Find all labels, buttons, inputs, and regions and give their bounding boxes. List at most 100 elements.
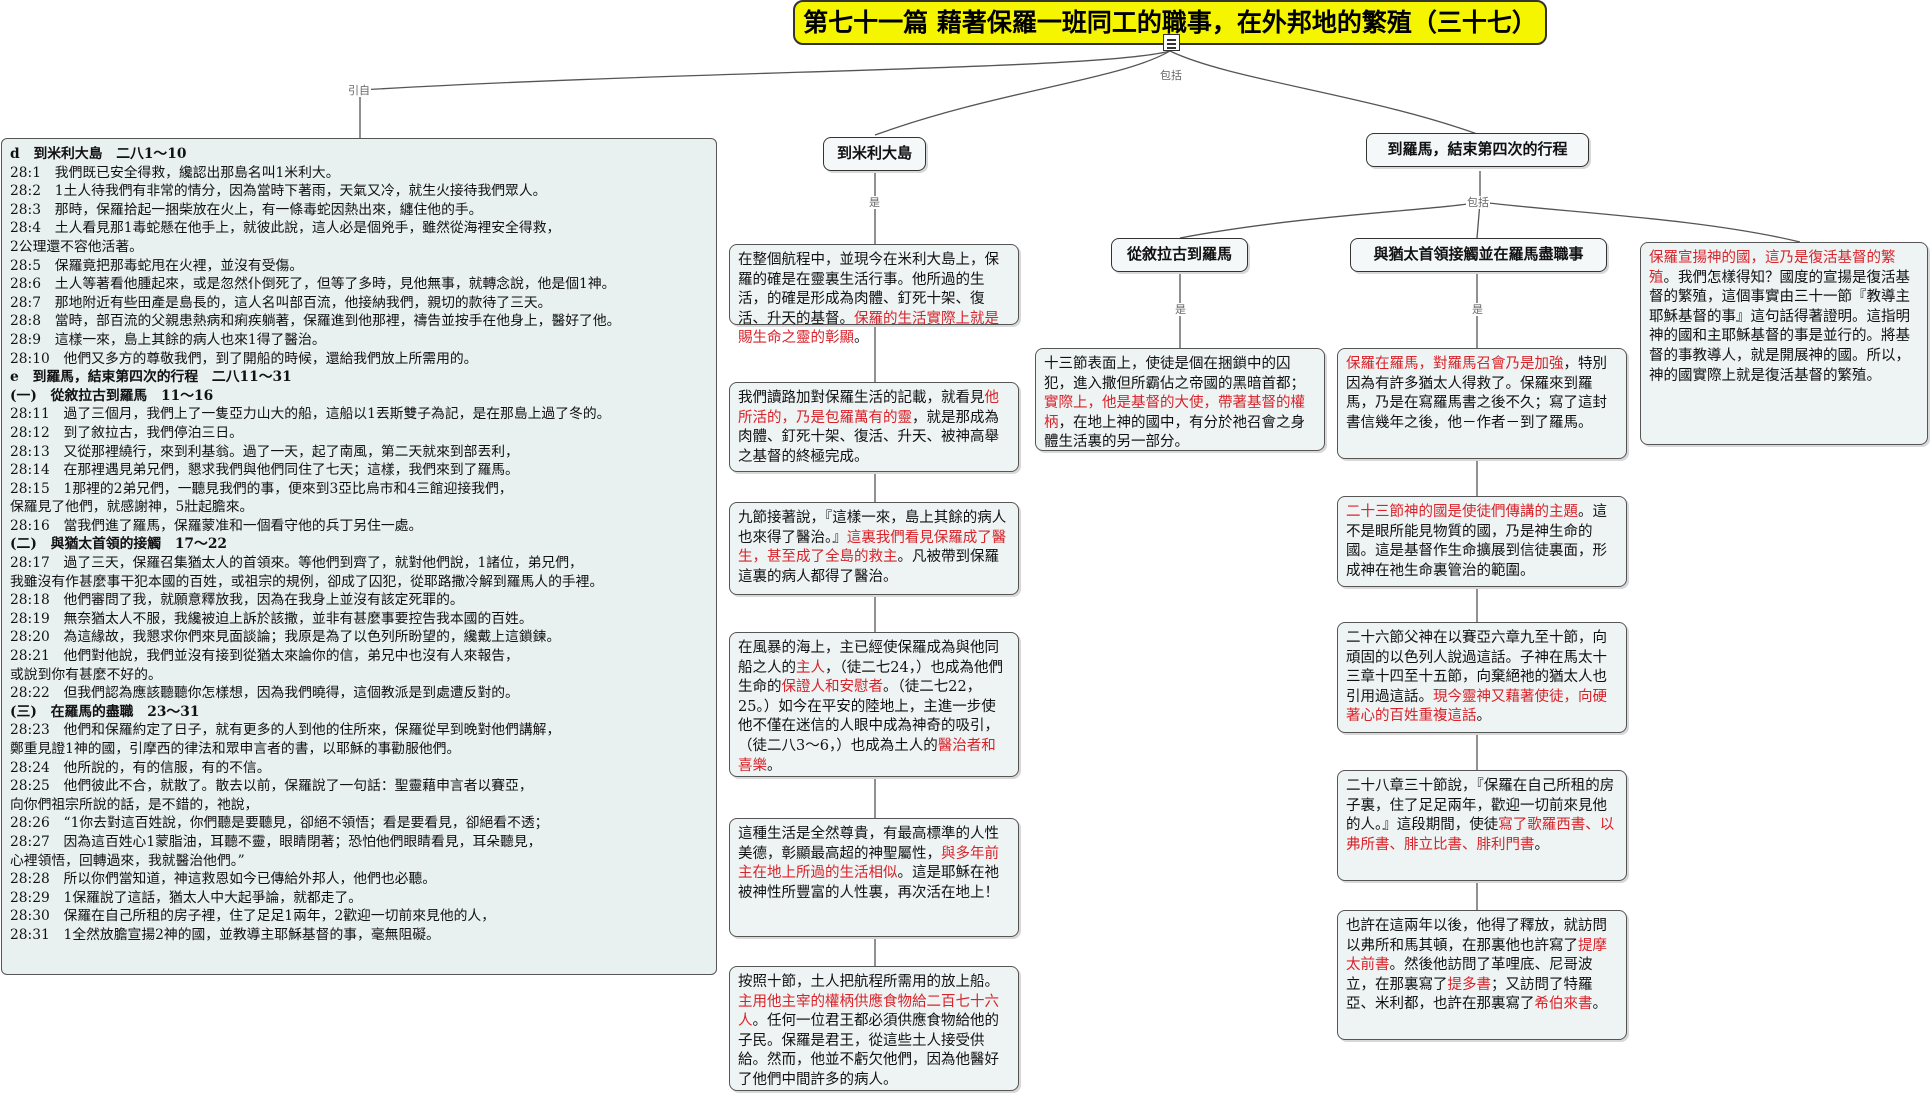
note-text: 。 bbox=[854, 330, 869, 347]
bible-verse: 28:3 那時，保羅拾起一捆柴放在火上，有一條毒蛇因熱出來，纏住他的手。 bbox=[10, 201, 483, 218]
note-text: ；又訪問了特羅亞、米利都，也許在那裏寫了 bbox=[1346, 976, 1593, 1013]
edge-label-contains-rome: 包括 bbox=[1466, 196, 1490, 209]
topic-syracuse[interactable]: 從敘拉古到羅馬 bbox=[1111, 238, 1248, 272]
bible-heading: e 到羅馬，結束第四次的行程 二八11～31 bbox=[10, 369, 292, 386]
bible-verse: 28:21 他們對他說，我們並沒有接到從猶太來論你的信，弟兄中也沒有人來報告， bbox=[10, 648, 519, 665]
bible-verse: 28:20 為這緣故，我懇求你們來見面談論；我原是為了以色列所盼望的，纔戴上這鎖… bbox=[10, 629, 561, 646]
edge-label-quote: 引自 bbox=[347, 84, 371, 97]
note-melita-5[interactable]: 這種生活是全然尊貴，有最高標準的人性美德，彰顯最高超的神聖屬性，與多年前主在地上… bbox=[729, 818, 1019, 937]
note-text: 按照十節，土人把航程所需用的放上船。 bbox=[738, 974, 999, 990]
highlight-text: 他所活的，乃是包羅萬有的靈 bbox=[738, 390, 999, 426]
bible-verse: 28:22 但我們認為應該聽聽你怎樣想，因為我們曉得，這個教派是到處遭反對的。 bbox=[10, 685, 519, 702]
title-note-icon[interactable] bbox=[1163, 34, 1180, 51]
note-melita-1[interactable]: 在整個航程中，並現今在米利大島上，保羅的確是在靈裏生活行事。他所過的生活，的確是… bbox=[729, 244, 1019, 346]
note-text: 十三節表面上，使徒是個在捆鎖中的囚犯，進入撒但所霸佔之帝國的黑暗首都； bbox=[1044, 356, 1305, 392]
highlight-text: 希伯來書 bbox=[1534, 996, 1593, 1013]
note-melita-3[interactable]: 九節接著說，『這樣一來，島上其餘的病人也來得了醫治。』這裏我們看見保羅成了醫生，… bbox=[729, 502, 1019, 595]
note-text: 這種生活是全然尊貴，有最高標準的人性美德，彰顯最高超的神聖屬性， bbox=[738, 826, 999, 862]
note-text: 。 bbox=[1534, 836, 1550, 853]
bible-heading: (三) 在羅馬的盡職 23～31 bbox=[10, 703, 200, 720]
note-jews-2[interactable]: 二十三節神的國是使徒們傳講的主題。這不是眼所能見物質的國，乃是神生命的國。這是基… bbox=[1337, 496, 1627, 587]
note-text: 。 bbox=[1592, 996, 1608, 1013]
note-melita-2[interactable]: 我們讀路加對保羅生活的記載，就看見他所活的，乃是包羅萬有的靈，就是那成為肉體、釘… bbox=[729, 382, 1019, 472]
edge-preach bbox=[1479, 201, 1801, 243]
highlight-text: 醫治者和喜樂 bbox=[738, 737, 996, 774]
edge-rome bbox=[1169, 50, 1481, 136]
edge-label-is-jews: 是 bbox=[1471, 303, 1484, 316]
highlight-text: 保羅的生活實際上就是賜生命之靈的彰顯 bbox=[738, 310, 999, 347]
bible-verse: 28:29 1保羅說了這話，猶太人中大起爭論，就都走了。 bbox=[10, 889, 363, 906]
note-text: 。我們怎樣得知？國度的宣揚是復活基督的繁殖，這個事實由三十一節『教導主耶穌基督的… bbox=[1649, 269, 1910, 384]
highlight-text: 保證人和安慰者 bbox=[781, 679, 884, 696]
bible-text-box[interactable]: d 到米利大島 二八1～10 28:1 我們既已安全得救，纔認出那島名叫1米利大。… bbox=[1, 138, 717, 975]
note-text: 。任何一位君王都必須供應食物給他的子民。保羅是君王，從這些土人接受供給。然而，他… bbox=[738, 1013, 999, 1088]
note-melita-4[interactable]: 在風暴的海上，主已經使保羅成為與他同船之人的主人，（徒二七24，）也成為他們生命… bbox=[729, 632, 1019, 777]
bible-verse: 28:23 他們和保羅約定了日子，就有更多的人到他的住所來，保羅從早到晚對他們講… bbox=[10, 722, 561, 739]
note-melita-6[interactable]: 按照十節，土人把航程所需用的放上船。主用他主宰的權柄供應食物給二百七十六人。任何… bbox=[729, 966, 1019, 1091]
note-text: 。凡被帶到保羅這裏的病人都得了醫治。 bbox=[738, 549, 999, 585]
note-text: 。 bbox=[767, 757, 782, 774]
bible-heading: (一) 從敘拉古到羅馬 11～16 bbox=[10, 387, 214, 404]
bible-heading: d 到米利大島 二八1～10 bbox=[10, 146, 187, 162]
bible-verse: 保羅見了他們，就感謝神，5壯起膽來。 bbox=[10, 499, 254, 516]
bible-verse: 28:11 過了三個月，我們上了一隻亞力山大的船，這船以1丟斯雙子為記，是在那島… bbox=[10, 406, 611, 423]
edge-label-is-melita: 是 bbox=[868, 196, 881, 209]
bible-verse: 28:12 到了敘拉古，我們停泊三日。 bbox=[10, 424, 243, 441]
bible-verse: 28:7 那地附近有些田產是島長的，這人名叫部百流，他接納我們，親切的款待了三天… bbox=[10, 294, 552, 311]
bible-verse: 28:4 土人看見那1毒蛇懸在他手上，就彼此說，這人必是個兇手，雖然從海裡安全得… bbox=[10, 220, 561, 237]
note-syracuse-1[interactable]: 十三節表面上，使徒是個在捆鎖中的囚犯，進入撒但所霸佔之帝國的黑暗首都；實際上，他… bbox=[1035, 348, 1325, 451]
note-text: 二十八章三十節說，『保羅在自己所租的房子裏，住了足足兩年，歡迎一切前來見他的人。… bbox=[1346, 778, 1615, 834]
bible-verse: 28:15 1那裡的2弟兄們，一聽見我們的事，便來到3亞比烏市和4三館迎接我們， bbox=[10, 480, 513, 497]
highlight-text: 提多書 bbox=[1447, 976, 1492, 993]
bible-verse: 28:13 又從那裡繞行，來到利基翁。過了一天，起了南風，第二天就來到部丟利， bbox=[10, 443, 519, 460]
bible-verse: 28:14 在那裡遇見弟兄們，懇求我們與他們同住了七天；這樣，我們來到了羅馬。 bbox=[10, 462, 519, 479]
note-text: 。 bbox=[1476, 708, 1492, 725]
bible-verse: 28:1 我們既已安全得救，纔認出那島名叫1米利大。 bbox=[10, 164, 340, 181]
bible-verse: 28:31 1全然放膽宣揚2神的國，並教導主耶穌基督的事，毫無阻礙。 bbox=[10, 926, 440, 943]
note-jews-3[interactable]: 二十六節父神在以賽亞六章九至十節，向頑固的以色列人說過這話。子神在馬太十三章十四… bbox=[1337, 622, 1627, 733]
bible-verse: 28:19 無奈猶太人不服，我纔被迫上訴於該撒，並非有甚麼事要控告我本國的百姓。 bbox=[10, 610, 533, 627]
note-text: ，就是那成為肉體、釘死十架、復活、升天、被神高舉之基督的終極完成。 bbox=[738, 409, 999, 465]
note-text: 。然後他訪問了革哩底、尼哥波立，在那裏寫了 bbox=[1346, 957, 1593, 993]
note-rome-kingdom[interactable]: 保羅宣揚神的國，這乃是復活基督的繁殖。我們怎樣得知？國度的宣揚是復活基督的繁殖，… bbox=[1640, 242, 1928, 445]
bible-heading: (二) 與猶太首領的接觸 17～22 bbox=[10, 536, 228, 553]
highlight-text: 保羅宣揚神的國，這乃是復活基督的繁殖 bbox=[1649, 250, 1896, 286]
bible-verse: 28:16 當我們進了羅馬，保羅蒙准和一個看守他的兵丁另住一處。 bbox=[10, 517, 423, 534]
edge-label-contains-root: 包括 bbox=[1159, 69, 1183, 82]
topic-melita[interactable]: 到米利大島 bbox=[823, 137, 926, 171]
note-text: 也許在這兩年以後，他得了釋放，就訪問以弗所和馬其頓，在那裏他也許寫了 bbox=[1346, 918, 1607, 954]
bible-verse: 28:6 土人等著看他腫起來，或是忽然仆倒死了，但等了多時，見他無事，就轉念說，… bbox=[10, 276, 616, 293]
note-text: ，特別因為有許多猶太人得救了。保羅來到羅馬，乃是在寫羅馬書之後不久；寫了這封書信… bbox=[1346, 356, 1607, 431]
topic-jews[interactable]: 與猶太首領接觸並在羅馬盡職事 bbox=[1350, 238, 1607, 272]
bible-verse: 28:28 所以你們當知道，神這救恩如今已傳給外邦人，他們也必聽。 bbox=[10, 871, 437, 888]
bible-verse: 或說到你有甚麼不好的。 bbox=[10, 666, 162, 683]
bible-verse: 28:27 因為這百姓心1蒙脂油，耳聽不靈，眼睛閉著；恐怕他們眼睛看見，耳朵聽見… bbox=[10, 833, 542, 850]
bible-verse: 2公理還不容他活著。 bbox=[10, 238, 143, 255]
bible-verse: 28:30 保羅在自己所租的房子裡，住了足足1兩年，2歡迎一切前來見他的人， bbox=[10, 908, 496, 925]
note-text: 。這是耶穌在祂被神性所豐富的人性裏，再次活在地上！ bbox=[738, 865, 999, 901]
highlight-text: 二十三節神的國是使徒們傳講的主題 bbox=[1346, 504, 1578, 520]
bible-verse: 心裡領悟，回轉過來，我就醫治他們。” bbox=[10, 852, 245, 869]
highlight-text: 提摩太前書 bbox=[1346, 937, 1607, 974]
highlight-text: 與多年前主在地上所過的生活相似 bbox=[738, 845, 999, 882]
note-text: 在風暴的海上，主已經使保羅成為與他同船之人的 bbox=[738, 640, 999, 676]
bible-verse: 28:10 他們又多方的尊敬我們，到了開船的時候，還給我們放上所需用的。 bbox=[10, 350, 478, 367]
bible-verse: 28:17 過了三天，保羅召集猶太人的首領來。等他們到齊了，就對他們說，1諸位，… bbox=[10, 555, 583, 572]
note-jews-1[interactable]: 保羅在羅馬，對羅馬召會乃是加強，特別因為有許多猶太人得救了。保羅來到羅馬，乃是在… bbox=[1337, 348, 1627, 459]
bible-verse: 我雖沒有作甚麼事干犯本國的百姓，或祖宗的規例，卻成了囚犯，從耶路撒冷解到羅馬人的… bbox=[10, 573, 604, 590]
note-text: 九節接著說，『這樣一來，島上其餘的病人也來得了醫治。』 bbox=[738, 510, 1007, 546]
note-text: 。這不是眼所能見物質的國，乃是神生命的國。這是基督作生命擴展到信徒裏面，形成神在… bbox=[1346, 504, 1607, 579]
note-jews-5[interactable]: 也許在這兩年以後，他得了釋放，就訪問以弗所和馬其頓，在那裏他也許寫了提摩太前書。… bbox=[1337, 910, 1627, 1040]
highlight-text: 寫了歌羅西書、以弗所書、腓立比書、腓利門書 bbox=[1346, 817, 1615, 853]
bible-verse: 28:24 他所說的，有的信服，有的不信。 bbox=[10, 759, 271, 776]
note-text: ，在地上神的國中，有分於祂召會之身體生活裏的另一部分。 bbox=[1044, 414, 1305, 451]
highlight-text: 這裏我們看見保羅成了醫生，甚至成了全島的救主 bbox=[738, 529, 1007, 566]
note-jews-4[interactable]: 二十八章三十節說，『保羅在自己所租的房子裏，住了足足兩年，歡迎一切前來見他的人。… bbox=[1337, 770, 1627, 881]
topic-rome[interactable]: 到羅馬，結束第四次的行程 bbox=[1366, 133, 1589, 167]
note-text: 。（徒二七22，25。）如今在平安的陸地上，主進一步使他不僅在迷信的人眼中成為神… bbox=[738, 679, 999, 754]
note-text: ，（徒二七24，）也成為他們生命的 bbox=[738, 659, 1003, 696]
bible-verse: 鄭重見證1神的國，引摩西的律法和眾申言者的書，以耶穌的事勸服他們。 bbox=[10, 741, 461, 757]
note-text: 二十六節父神在以賽亞六章九至十節，向頑固的以色列人說過這話。子神在馬太十三章十四… bbox=[1346, 630, 1607, 705]
edge-melita bbox=[874, 50, 1171, 136]
note-text: 我們讀路加對保羅生活的記載，就看見 bbox=[738, 390, 985, 406]
